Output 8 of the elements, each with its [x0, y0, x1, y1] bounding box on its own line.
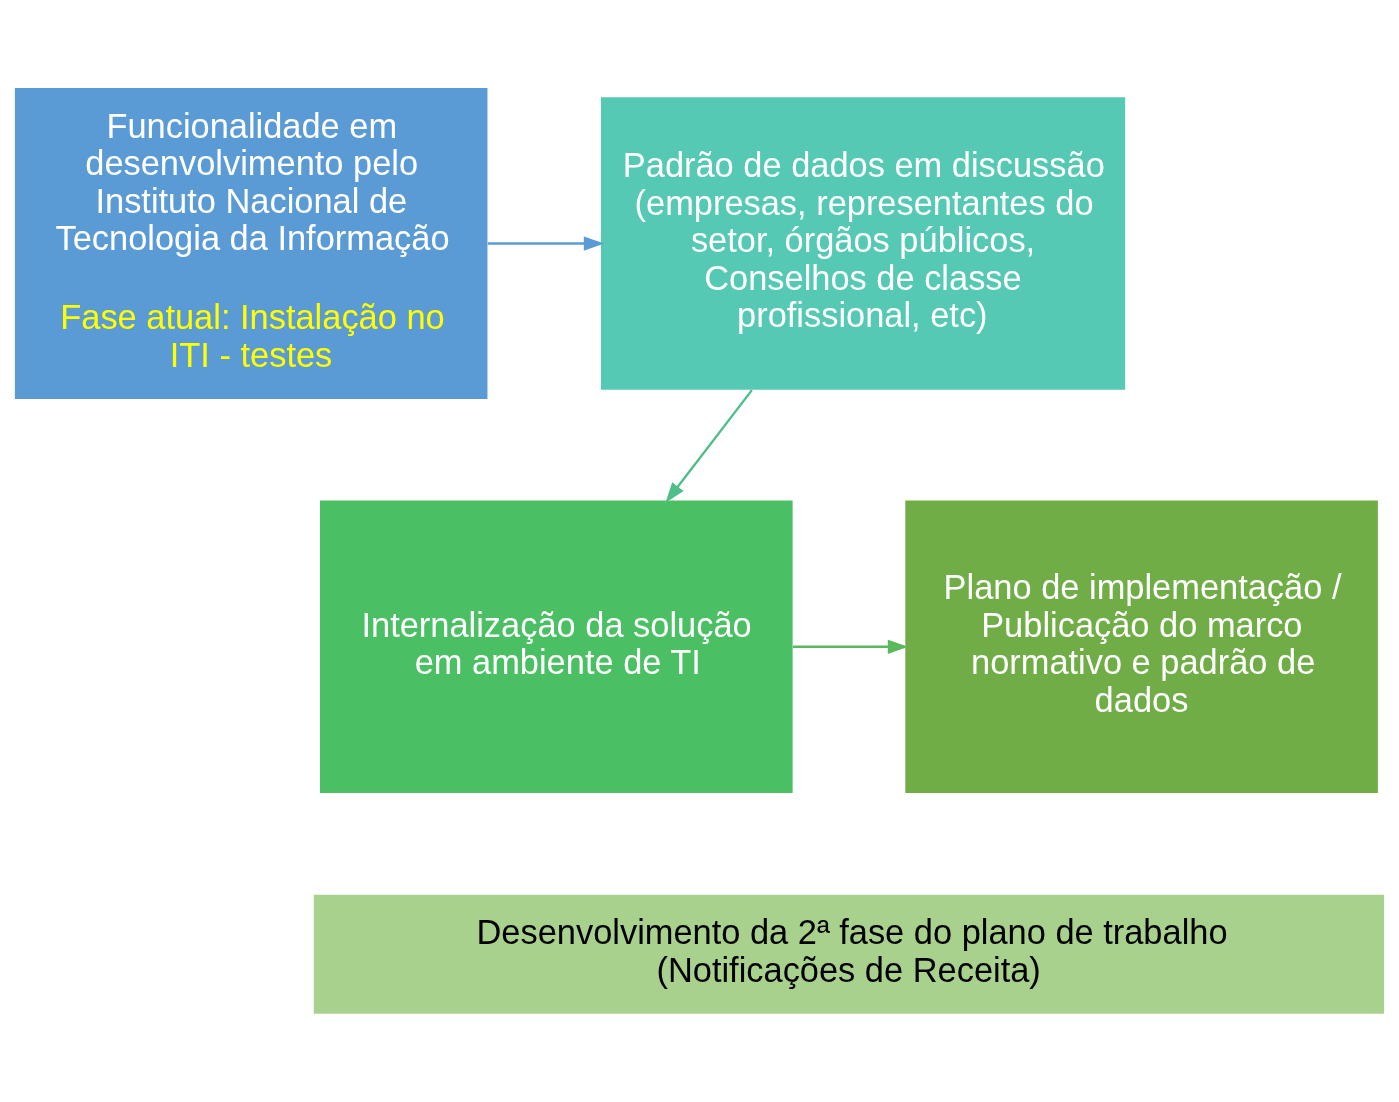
- arrow: [792, 639, 909, 654]
- node-box: Plano de implementação / Publicação do marco normativo e padrão de dados: [905, 500, 1378, 794]
- node-box: Desenvolvimento da 2ª fase do plano de trabalho (Notificações de Receita): [313, 894, 1385, 1014]
- node-box: Internalização da solução em ambiente de TI: [320, 500, 793, 794]
- node-box: Funcionalidade em desenvolvimento pelo Instituto Nacional de Tecnologia da Informação Fase atual: Instalação no ITI - testes: [14, 87, 488, 400]
- arrow: [487, 236, 605, 251]
- arrow: [665, 389, 753, 503]
- node-box: Padrão de dados em discussão (empresas, representantes do setor, órgãos públicos, Conselhos de classe profissional, etc): [600, 97, 1126, 390]
